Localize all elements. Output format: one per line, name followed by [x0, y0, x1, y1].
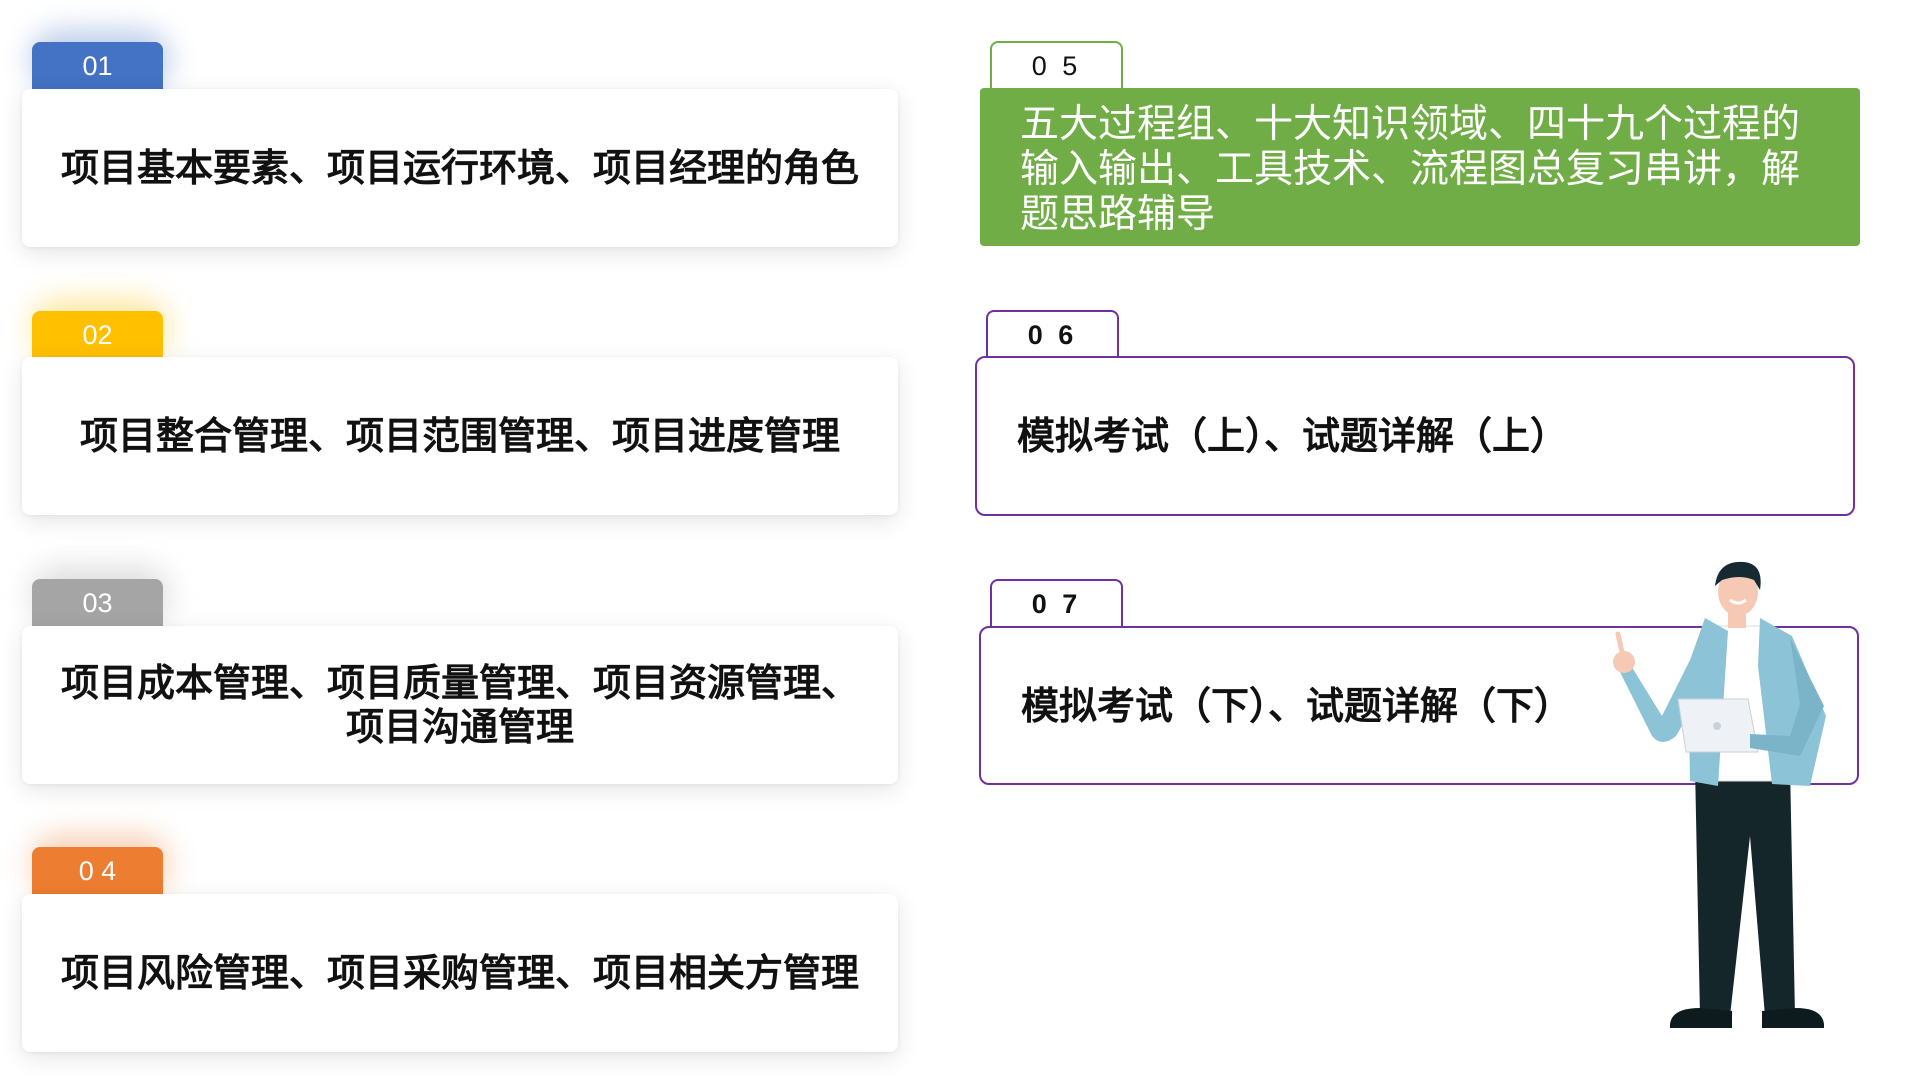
- item-card-02: 项目整合管理、项目范围管理、项目进度管理: [22, 357, 898, 515]
- item-number-tab-03: 03: [32, 579, 163, 627]
- item-card-05: 五大过程组、十大知识领域、四十九个过程的输入输出、工具技术、流程图总复习串讲，解…: [980, 88, 1860, 246]
- item-text-07: 模拟考试（下）、试题详解（下）: [1021, 683, 1573, 728]
- presenter-with-laptop-illustration: [1613, 561, 1826, 1028]
- item-number-tab-06: 0 6: [986, 310, 1119, 358]
- item-text-04: 项目风险管理、项目采购管理、项目相关方管理: [60, 951, 859, 995]
- item-number-tab-01: 01: [32, 42, 163, 90]
- item-text-03: 项目成本管理、项目质量管理、项目资源管理、 项目沟通管理: [60, 661, 859, 749]
- item-number-tab-02: 02: [32, 311, 163, 359]
- item-number-tab-04: 0 4: [32, 847, 163, 895]
- item-card-03: 项目成本管理、项目质量管理、项目资源管理、 项目沟通管理: [22, 626, 898, 784]
- item-text-06: 模拟考试（上）、试题详解（上）: [1017, 414, 1569, 458]
- item-text-02: 项目整合管理、项目范围管理、项目进度管理: [79, 414, 840, 458]
- item-card-06: 模拟考试（上）、试题详解（上）: [975, 356, 1855, 516]
- item-text-01: 项目基本要素、项目运行环境、项目经理的角色: [60, 146, 859, 190]
- item-text-05: 五大过程组、十大知识领域、四十九个过程的输入输出、工具技术、流程图总复习串讲，解…: [1020, 102, 1801, 237]
- item-card-04: 项目风险管理、项目采购管理、项目相关方管理: [22, 894, 898, 1052]
- item-number-tab-05: 0 5: [990, 41, 1123, 89]
- item-number-tab-07: 0 7: [990, 579, 1123, 627]
- item-card-01: 项目基本要素、项目运行环境、项目经理的角色: [22, 89, 898, 247]
